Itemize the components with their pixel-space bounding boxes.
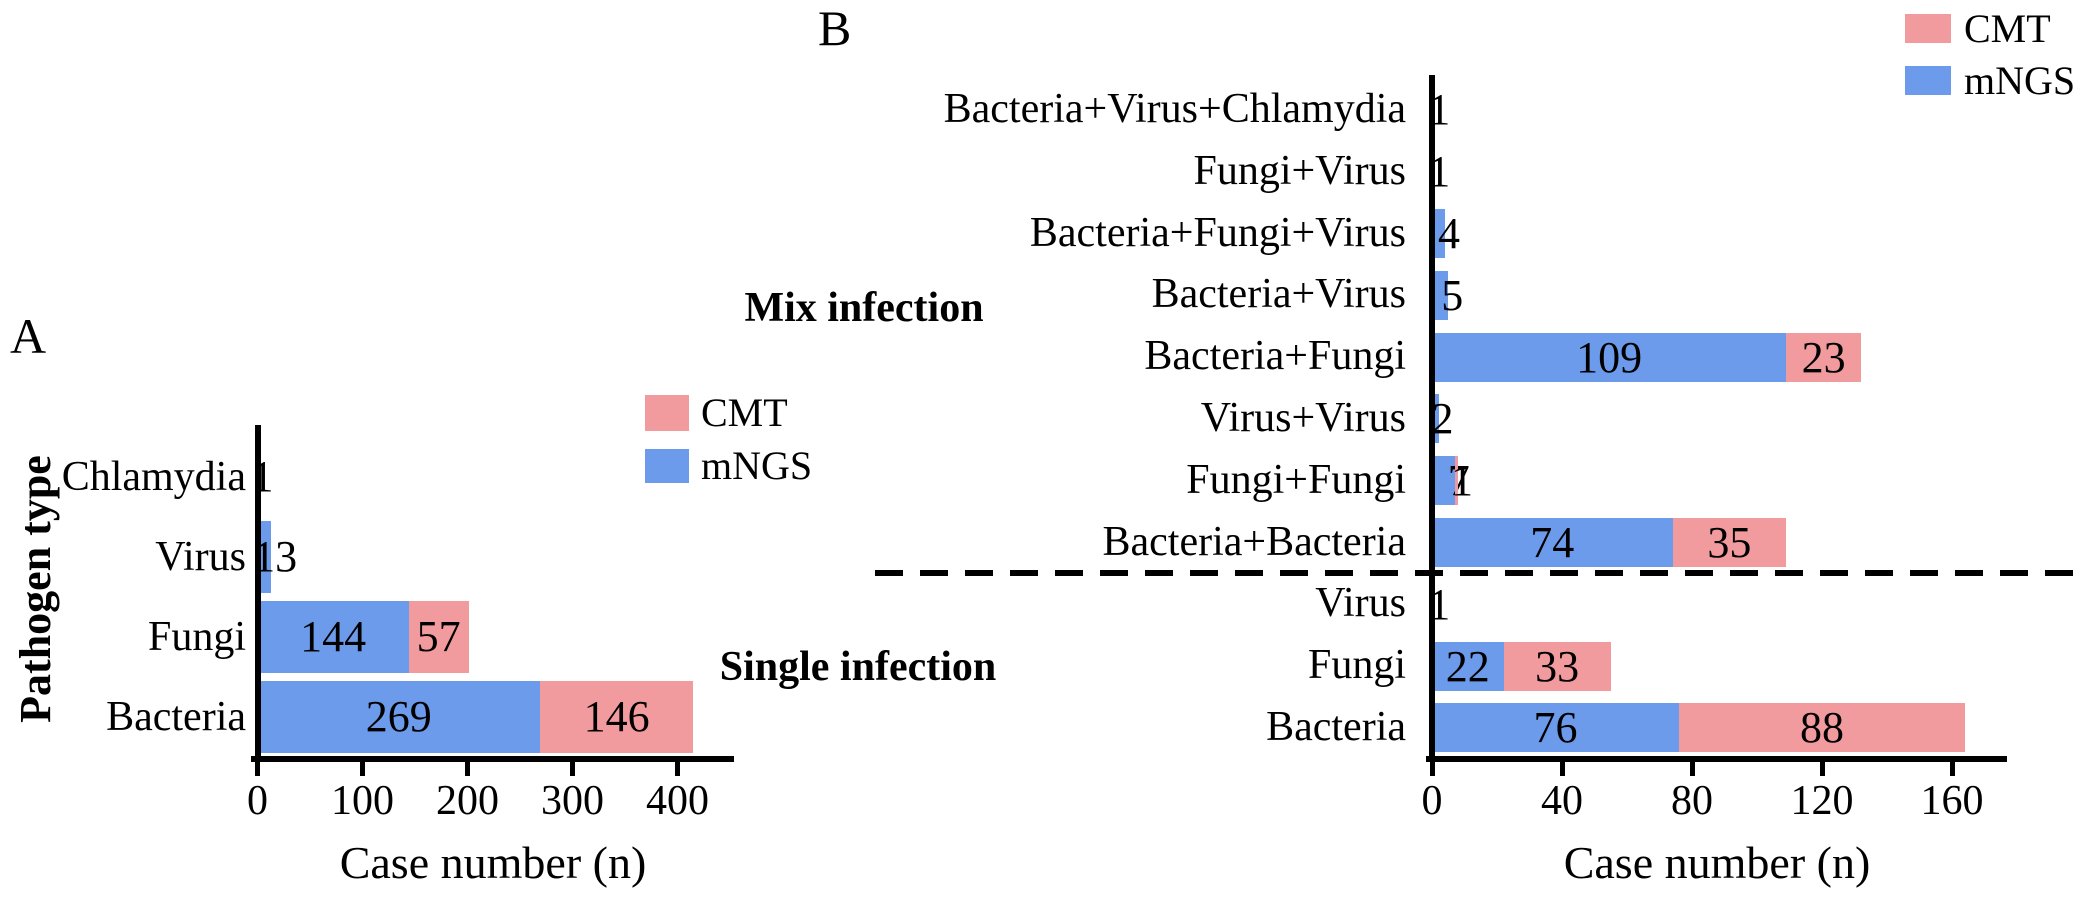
- category-label-chlamydia: Chlamydia: [61, 454, 246, 500]
- bar-segment-cmt-bacteria: [539, 681, 694, 753]
- value-label-cmt-fungi: 33: [1535, 641, 1580, 691]
- x-axis-tick-label-200: 200: [436, 778, 499, 824]
- group-separator-dashed-line: [875, 570, 2088, 576]
- bar-segment-cmt-fungi-plus-fungi: [1454, 456, 1458, 506]
- x-axis-tick-40: [1559, 762, 1565, 776]
- bar-segment-mngs-fungi: [1432, 641, 1504, 691]
- category-label-fungi: Fungi: [147, 614, 246, 660]
- category-label-bacteria: Bacteria: [106, 694, 246, 740]
- bar-segment-cmt-bacteria: [1679, 703, 1965, 753]
- legend-b-label-mngs: mNGS: [1964, 58, 2076, 103]
- legend-a-swatch-mngs: [645, 449, 689, 483]
- x-axis-tick-label-100: 100: [331, 778, 394, 824]
- x-axis-tick-200: [465, 762, 470, 776]
- category-label-bacteria-plus-bacteria: Bacteria+Bacteria: [1102, 518, 1407, 565]
- panel-a-letter: A: [10, 308, 47, 364]
- x-axis-tick-400: [675, 762, 680, 776]
- bar-segment-cmt-fungi: [408, 601, 469, 673]
- category-label-bacteria-plus-fungi-plus-virus: Bacteria+Fungi+Virus: [1029, 209, 1406, 256]
- category-label-fungi-plus-virus: Fungi+Virus: [1193, 147, 1406, 194]
- group-label-single-infection: Single infection: [719, 644, 997, 690]
- value-label-cmt-fungi: 57: [416, 612, 461, 661]
- y-axis-line: [254, 425, 261, 762]
- category-label-bacteria-plus-virus: Bacteria+Virus: [1151, 271, 1406, 318]
- x-axis-tick-label-400: 400: [646, 778, 709, 824]
- value-label-mngs-bacteria-plus-bacteria: 74: [1530, 518, 1575, 567]
- x-axis-tick-label-0: 0: [1421, 778, 1443, 824]
- x-axis-tick-label-160: 160: [1920, 778, 1984, 824]
- category-label-bacteria-plus-virus-plus-chlamydia: Bacteria+Virus+Chlamydia: [943, 86, 1406, 132]
- category-label-bacteria-plus-fungi: Bacteria+Fungi: [1144, 333, 1406, 380]
- value-label-mngs-bacteria-plus-fungi-plus-virus: 4: [1438, 209, 1460, 258]
- group-label-mix-infection: Mix infection: [744, 285, 984, 331]
- x-axis-tick-label-120: 120: [1790, 778, 1854, 824]
- value-label-mngs-fungi: 22: [1445, 641, 1490, 691]
- legend-b-swatch-cmt: [1905, 14, 1951, 43]
- legend-a-swatch-cmt: [645, 395, 689, 431]
- y-axis-line: [1429, 75, 1435, 762]
- bar-segment-mngs-bacteria-plus-bacteria: [1432, 518, 1673, 567]
- x-axis-line: [1426, 756, 2007, 762]
- value-label-mngs-virus: 1: [1428, 579, 1451, 629]
- bar-segment-mngs-bacteria: [257, 681, 540, 753]
- bar-segment-cmt-fungi: [1503, 641, 1611, 691]
- value-label-cmt-fungi-plus-fungi: 1: [1451, 456, 1473, 506]
- x-axis-tick-label-80: 80: [1671, 778, 1713, 824]
- x-axis-tick-label-300: 300: [541, 778, 604, 824]
- value-label-cmt-bacteria-plus-bacteria: 35: [1707, 518, 1752, 567]
- bar-segment-mngs-fungi-plus-fungi: [1432, 456, 1455, 506]
- category-label-fungi: Fungi: [1307, 642, 1406, 689]
- x-axis-tick-80: [1689, 762, 1695, 776]
- legend-a-label-mngs: mNGS: [701, 443, 813, 488]
- x-axis-line: [251, 756, 734, 762]
- legend-a-label-cmt: CMT: [701, 390, 788, 435]
- bar-segment-mngs-virus: [257, 521, 272, 593]
- x-axis-tick-0: [255, 762, 260, 776]
- category-label-virus: Virus: [155, 534, 246, 580]
- category-label-virus-plus-virus: Virus+Virus: [1200, 395, 1406, 441]
- x-axis-tick-300: [570, 762, 575, 776]
- value-label-cmt-bacteria: 88: [1800, 703, 1844, 753]
- value-label-mngs-bacteria: 269: [365, 692, 432, 741]
- category-label-virus: Virus: [1315, 580, 1406, 627]
- x-axis-tick-100: [360, 762, 365, 776]
- bar-segment-mngs-bacteria-plus-fungi: [1432, 332, 1787, 382]
- bar-segment-mngs-bacteria-plus-virus: [1432, 270, 1449, 320]
- bar-segment-mngs-fungi: [257, 601, 409, 673]
- bar-segment-cmt-bacteria-plus-fungi: [1786, 332, 1861, 382]
- bar-segment-mngs-bacteria: [1432, 703, 1679, 753]
- panel-b-letter: B: [818, 0, 852, 56]
- value-label-mngs-bacteria-plus-virus-plus-chlamydia: 1: [1428, 85, 1451, 135]
- x-axis-title-panel-a: Case number (n): [339, 837, 647, 888]
- value-label-cmt-bacteria-plus-fungi: 23: [1801, 332, 1846, 382]
- x-axis-tick-160: [1949, 762, 1955, 776]
- legend-b-swatch-mngs: [1905, 66, 1951, 95]
- bar-segment-cmt-bacteria-plus-bacteria: [1672, 518, 1787, 567]
- x-axis-tick-label-40: 40: [1541, 778, 1583, 824]
- x-axis-tick-0: [1429, 762, 1435, 776]
- legend-b-label-cmt: CMT: [1964, 6, 2051, 51]
- value-label-mngs-fungi-plus-virus: 1: [1428, 147, 1451, 197]
- category-label-fungi-plus-fungi: Fungi+Fungi: [1186, 456, 1406, 503]
- x-axis-tick-label-0: 0: [247, 778, 268, 824]
- bar-segment-mngs-virus-plus-virus: [1432, 394, 1439, 444]
- value-label-mngs-virus-plus-virus: 2: [1431, 394, 1454, 444]
- value-label-mngs-fungi-plus-fungi: 7: [1447, 456, 1470, 506]
- bar-segment-mngs-bacteria-plus-fungi-plus-virus: [1432, 209, 1445, 258]
- category-label-bacteria: Bacteria: [1266, 704, 1406, 750]
- value-label-mngs-bacteria-plus-virus: 5: [1441, 270, 1464, 320]
- value-label-mngs-fungi: 144: [300, 612, 367, 661]
- value-label-cmt-bacteria: 146: [583, 692, 650, 741]
- value-label-mngs-bacteria: 76: [1533, 703, 1578, 753]
- x-axis-title-panel-b: Case number (n): [1563, 837, 1871, 888]
- x-axis-tick-120: [1819, 762, 1825, 776]
- value-label-mngs-bacteria-plus-fungi: 109: [1576, 332, 1643, 382]
